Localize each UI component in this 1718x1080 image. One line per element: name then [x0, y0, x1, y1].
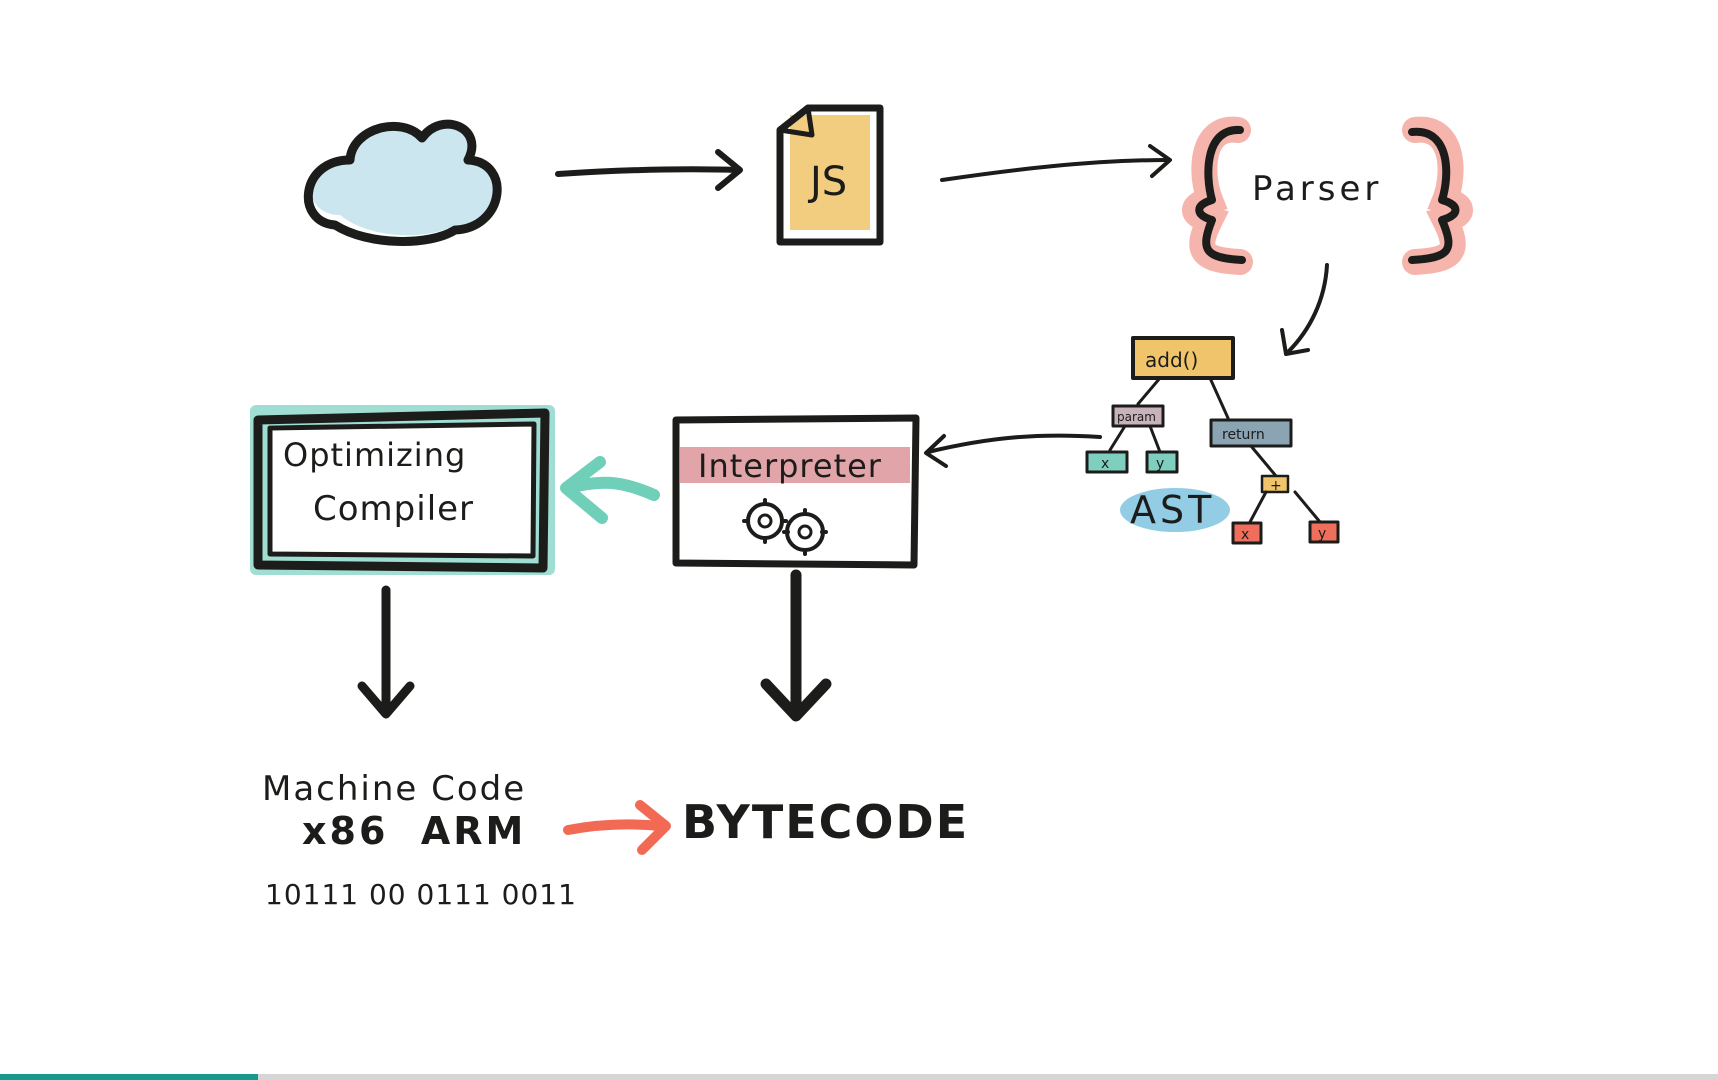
arrow-cloud-to-js: [555, 149, 743, 191]
arrow-bytecode-to-machine-code: [563, 800, 671, 855]
bytecode-label: BYTECODE: [682, 795, 969, 849]
arrow-parser-to-ast: [1280, 263, 1329, 356]
progress-bar[interactable]: [0, 1074, 1718, 1080]
ast-tree: add() param return x y + x y: [1085, 336, 1340, 545]
ast-leaf-x2: x: [1241, 527, 1249, 543]
ast-leaf-y2: y: [1318, 526, 1326, 542]
binary-label: 10111 00 0111 0011: [265, 878, 577, 911]
cloud-icon: [303, 119, 502, 246]
optimizing-compiler-block: Optimizing Compiler: [250, 405, 555, 575]
ast-return-label: return: [1222, 427, 1265, 443]
ast-leaf-y1: y: [1156, 456, 1164, 472]
ast-leaf-x1: x: [1101, 456, 1109, 472]
interpreter-label: Interpreter: [698, 447, 882, 485]
parser-block: Parser: [1182, 116, 1473, 275]
progress-bar-fill: [0, 1074, 258, 1080]
ast-label: AST: [1130, 488, 1215, 532]
optimizing-line1: Optimizing: [283, 436, 466, 474]
ast-param-label: param: [1117, 410, 1156, 424]
machine-code-block: Machine Code x86 ARM 10111 00 0111 0011: [262, 769, 577, 911]
arrow-interpreter-down: [760, 569, 832, 722]
arrow-interpreter-to-compiler: [560, 456, 660, 524]
arrow-js-to-parser: [940, 144, 1172, 182]
gears-icon: [742, 498, 828, 556]
arrow-compiler-down: [357, 585, 415, 719]
arch-label: x86 ARM: [302, 809, 526, 853]
optimizing-line2: Compiler: [313, 489, 474, 529]
js-label: JS: [807, 159, 847, 205]
parser-label: Parser: [1252, 169, 1382, 209]
ast-plus-label: +: [1270, 478, 1282, 494]
ast-root-label: add(): [1145, 348, 1198, 372]
js-file-icon: JS: [776, 104, 884, 246]
interpreter-block: Interpreter: [672, 414, 920, 569]
arrow-ast-to-interpreter: [924, 433, 1102, 468]
machine-code-label: Machine Code: [262, 769, 526, 809]
